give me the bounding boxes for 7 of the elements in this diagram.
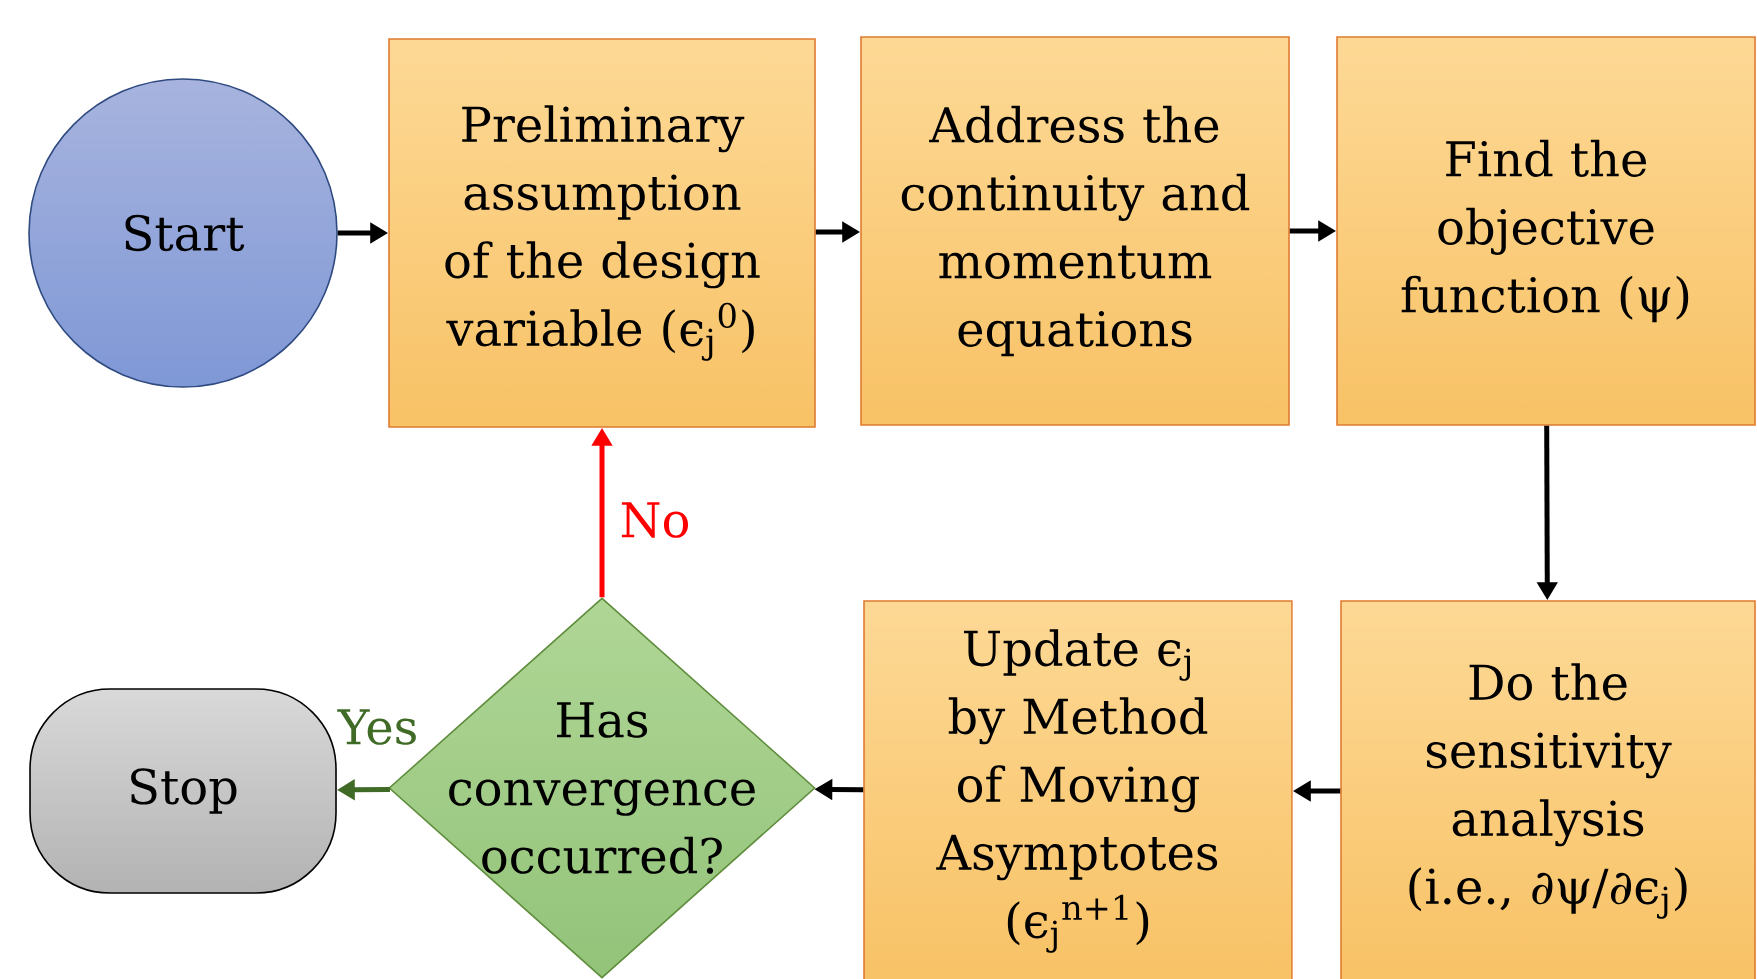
process-box: Find the objective function (ψ) [1336,36,1756,426]
edge-label: No [621,502,689,538]
process-box: Preliminary assumption of the design variable (ϵ$_{j}$$^{0}$) [388,38,816,428]
process-box: Update ϵ$_{j}$ by Method of Moving Asymptotes (ϵ$_{j}$$^{n+1}$) [863,600,1293,979]
stop-terminal: Stop [29,688,337,894]
process-box: Address the continuity and momentum equations [860,36,1290,426]
process-box: Do the sensitivity analysis (i.e., ∂ψ/∂ϵ$_{j}$) [1340,600,1756,979]
